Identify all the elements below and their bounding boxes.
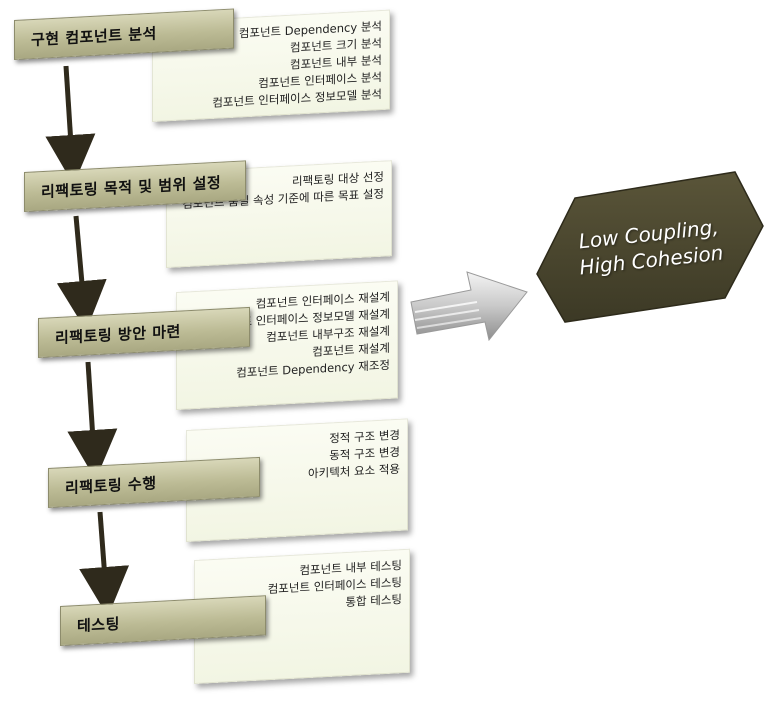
step-3-label: 리팩토링 방안 마련: [55, 322, 181, 347]
connector-arrow-1: [45, 65, 96, 185]
step-2-label: 리팩토링 목적 및 범위 설정: [41, 173, 222, 201]
goal-hexagon: Low Coupling, High Cohesion: [535, 170, 765, 324]
step-4-detail: 아키텍처 요소 적용: [308, 461, 400, 481]
goal-arrow-icon: [410, 271, 528, 342]
step-5-label: 테스팅: [77, 614, 120, 635]
connector-arrow-4: [79, 511, 130, 617]
goal-hexagon-shape: [536, 171, 764, 323]
connector-arrow-2: [56, 215, 107, 331]
step-4-label: 리팩토링 수행: [65, 473, 157, 497]
connector-arrow-3: [67, 361, 118, 480]
step-1-label: 구현 컴포넌트 분석: [31, 24, 157, 49]
